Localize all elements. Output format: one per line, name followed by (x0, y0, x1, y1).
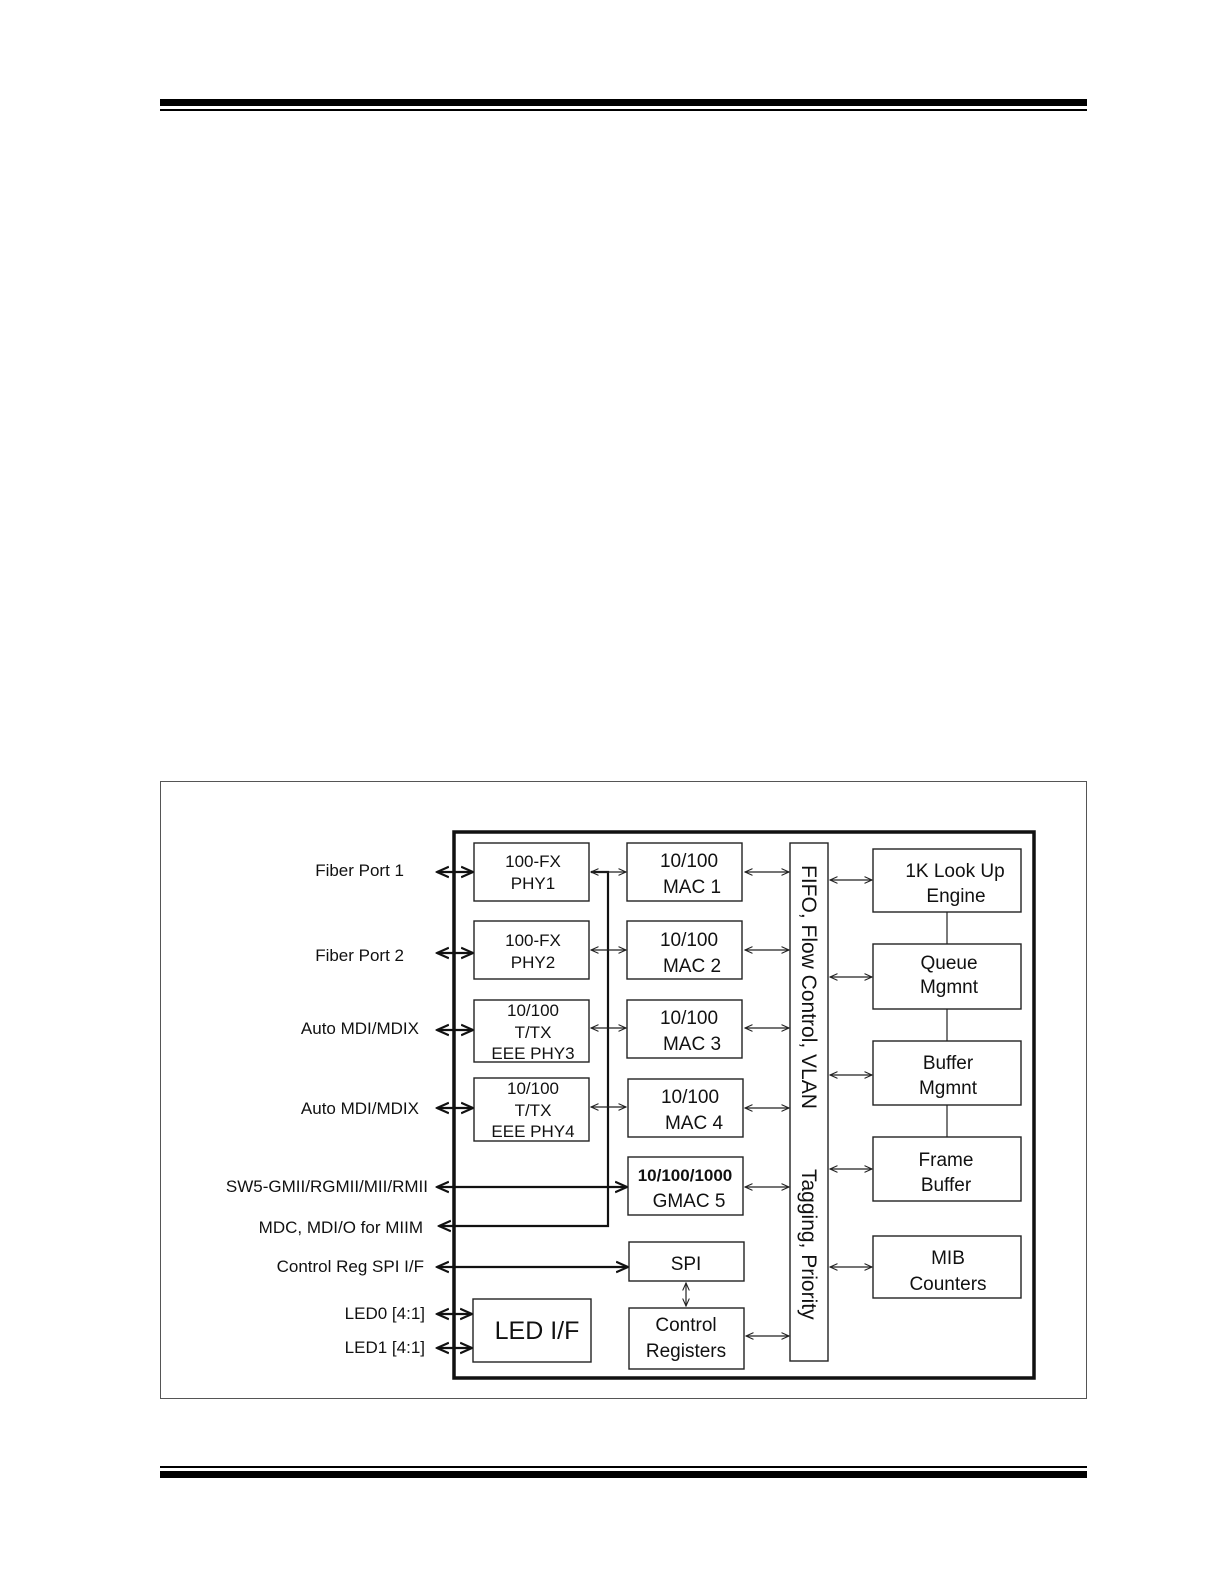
buffer-mgmnt-block: Buffer Mgmnt (872, 1040, 1022, 1106)
gmac5-line1: 10/100/1000 (638, 1166, 733, 1185)
header-rule-thin (160, 109, 1087, 111)
phy-block-2: 100-FX PHY2 (473, 920, 590, 980)
mac3-line2: MAC 3 (663, 1034, 721, 1055)
buffer-mgmnt-line1: Buffer (923, 1053, 974, 1074)
led-if-label: LED I/F (495, 1317, 580, 1345)
phy4-line1: 10/100 (507, 1079, 559, 1098)
port-label-led1: LED1 [4:1] (345, 1338, 425, 1357)
bus-label-top: FIFO, Flow Control, VLAN (797, 865, 820, 1109)
phy3-line3: EEE PHY3 (491, 1044, 574, 1063)
mac-bus-arrows (745, 872, 789, 1336)
phy1-line1: 100-FX (505, 852, 561, 871)
lookup-engine-line2: Engine (926, 886, 985, 907)
phy-mac-arrows (591, 872, 626, 1107)
mac1-line2: MAC 1 (663, 877, 721, 898)
block-diagram-frame: Fiber Port 1 Fiber Port 2 Auto MDI/MDIX … (160, 781, 1087, 1399)
mac4-line2: MAC 4 (665, 1113, 724, 1134)
footer-rule-thin (160, 1466, 1087, 1468)
control-registers-line2: Registers (646, 1341, 726, 1362)
phy3-line1: 10/100 (507, 1001, 559, 1020)
mac2-line1: 10/100 (660, 930, 718, 951)
mib-counters-line2: Counters (909, 1274, 986, 1295)
queue-mgmnt-line1: Queue (920, 953, 977, 974)
lookup-engine-line1: 1K Look Up (905, 861, 1004, 882)
frame-buffer-line1: Frame (919, 1150, 974, 1171)
fifo-bus: FIFO, Flow Control, VLAN Tagging, Priori… (789, 842, 829, 1362)
port-label-fiber1: Fiber Port 1 (315, 861, 404, 880)
port-label-led0: LED0 [4:1] (345, 1304, 425, 1323)
port-label-mdc: MDC, MDI/O for MIIM (259, 1218, 423, 1237)
queue-mgmnt-line2: Mgmnt (920, 977, 979, 998)
mac-block-4: 10/100 MAC 4 (627, 1078, 744, 1138)
mac3-line1: 10/100 (660, 1008, 718, 1029)
port-label-mdix4: Auto MDI/MDIX (301, 1099, 419, 1118)
led-if-block: LED I/F (472, 1298, 592, 1363)
port-label-fiber2: Fiber Port 2 (315, 946, 404, 965)
port-label-spi: Control Reg SPI I/F (277, 1257, 424, 1276)
phy-block-3: 10/100 T/TX EEE PHY3 (473, 999, 590, 1063)
buffer-mgmnt-line2: Mgmnt (919, 1078, 978, 1099)
port-label-mdix3: Auto MDI/MDIX (301, 1019, 419, 1038)
spi-block-label: SPI (671, 1254, 702, 1275)
header-rule-thick (160, 99, 1087, 106)
phy3-line2: T/TX (515, 1023, 552, 1042)
mac4-line1: 10/100 (661, 1087, 719, 1108)
phy-block-4: 10/100 T/TX EEE PHY4 (473, 1077, 590, 1142)
mac-block-2: 10/100 MAC 2 (626, 920, 743, 980)
mib-counters-block: MIB Counters (872, 1235, 1022, 1299)
bus-label-bottom: Tagging, Priority (797, 1169, 820, 1320)
port-label-sw5: SW5-GMII/RGMII/MII/RMII (226, 1177, 428, 1196)
phy4-line2: T/TX (515, 1101, 552, 1120)
phy4-line3: EEE PHY4 (491, 1122, 574, 1141)
frame-buffer-line2: Buffer (921, 1175, 972, 1196)
mib-counters-line1: MIB (931, 1248, 965, 1269)
gmac5-line2: GMAC 5 (653, 1191, 726, 1212)
queue-mgmnt-block: Queue Mgmnt (872, 943, 1022, 1010)
control-registers-line1: Control (655, 1315, 716, 1336)
mac1-line1: 10/100 (660, 851, 718, 872)
phy1-line2: PHY1 (511, 874, 555, 893)
mac-block-3: 10/100 MAC 3 (626, 999, 743, 1059)
mac2-line2: MAC 2 (663, 956, 721, 977)
spi-block: SPI (628, 1241, 745, 1282)
bus-right-arrows (830, 880, 872, 1267)
mac-block-1: 10/100 MAC 1 (626, 842, 743, 902)
frame-buffer-block: Frame Buffer (872, 1136, 1022, 1202)
lookup-engine-block: 1K Look Up Engine (872, 848, 1022, 913)
phy2-line1: 100-FX (505, 931, 561, 950)
phy2-line2: PHY2 (511, 953, 555, 972)
block-diagram: Fiber Port 1 Fiber Port 2 Auto MDI/MDIX … (226, 830, 1036, 1380)
phy-block-1: 100-FX PHY1 (473, 842, 590, 902)
control-registers-block: Control Registers (628, 1307, 745, 1370)
gmac-block-5: 10/100/1000 GMAC 5 (627, 1156, 744, 1216)
footer-rule-thick (160, 1471, 1087, 1478)
port-labels: Fiber Port 1 Fiber Port 2 Auto MDI/MDIX … (226, 861, 428, 1357)
